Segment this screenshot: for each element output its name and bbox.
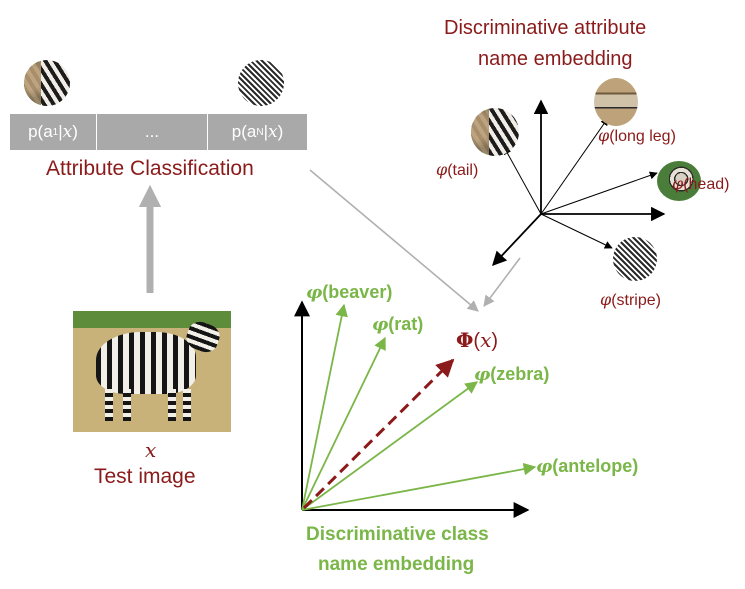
class-vector-zebra	[301, 381, 479, 511]
cell-suffix: )	[277, 122, 284, 141]
class-name: (antelope)	[552, 456, 639, 476]
phi-symbol: φ	[672, 174, 684, 193]
zebra-leg	[183, 389, 191, 421]
attribute-label-tail: φ(tail)	[436, 160, 478, 180]
class-label-antelope: φ(antelope)	[536, 456, 638, 477]
attribute-name: (stripe)	[611, 292, 661, 309]
class-space-axes	[294, 300, 537, 518]
attribute-space-title-line2: name embedding	[478, 48, 633, 70]
cell-bar: |	[263, 122, 268, 141]
phi-symbol: φ	[306, 282, 323, 303]
cell-bar: |	[58, 122, 63, 141]
attribute-vector-long-leg	[540, 117, 609, 215]
attribute-label-head: φ(head)	[672, 174, 729, 194]
class-vector-antelope	[301, 462, 537, 511]
long-leg-thumbnail	[594, 78, 638, 126]
projection-label: Φ(x)	[456, 328, 498, 353]
attribute-space-axes	[492, 99, 666, 267]
attribute-vector-tail	[503, 146, 542, 215]
classification-to-projection-arrow	[309, 169, 479, 312]
attribute-name: (long leg)	[609, 128, 676, 145]
phi-symbol: φ	[372, 314, 389, 335]
phi-symbol: φ	[436, 160, 448, 179]
phi-symbol: φ	[598, 126, 610, 145]
tail-thumbnail	[471, 108, 519, 156]
projection-paren: (	[473, 330, 481, 352]
phi-symbol: φ	[600, 290, 612, 309]
cell-ellipsis-text: ...	[144, 122, 160, 141]
attribute-label-long-leg: φ(long leg)	[598, 126, 676, 146]
phi-symbol: φ	[474, 364, 491, 385]
cell-prefix: p(a	[28, 122, 53, 141]
class-space-caption-line1: Discriminative class	[306, 524, 489, 545]
cell-suffix: )	[72, 122, 78, 141]
attribute-label-stripe: φ(stripe)	[600, 290, 661, 310]
attribute-classification-caption: Attribute Classification	[46, 157, 254, 180]
projection-variable: x	[480, 328, 492, 352]
class-label-zebra: φ(zebra)	[474, 364, 549, 385]
phi-symbol: φ	[536, 456, 553, 477]
projection-vector	[302, 358, 455, 510]
class-label-beaver: φ(beaver)	[306, 282, 392, 303]
head-thumbnail	[657, 161, 701, 201]
test-image	[73, 311, 231, 432]
zebra-leg	[105, 389, 113, 421]
attribute-tail-thumbnail	[24, 60, 70, 106]
cell-prefix: p(a	[231, 122, 257, 141]
cell-subscript: 1	[52, 126, 59, 138]
attribute-axis-down	[492, 213, 542, 267]
test-image-caption: Test image	[94, 465, 196, 488]
cell-subscript: N	[256, 126, 264, 138]
attribute-stripe-thumbnail	[238, 60, 284, 106]
attribute-vector-stripe	[540, 213, 613, 249]
test-image-variable: x	[145, 438, 157, 462]
attribute-name: (head)	[683, 176, 730, 193]
class-label-rat: φ(rat)	[372, 314, 423, 335]
projection-paren: )	[491, 330, 499, 352]
class-name: (beaver)	[322, 282, 393, 302]
zebra-body	[96, 332, 196, 394]
attribute-name: (tail)	[447, 162, 479, 179]
projection-symbol: Φ	[456, 328, 474, 352]
attribute-vector-head	[540, 171, 658, 215]
cell-variable: x	[267, 122, 278, 142]
class-name: (zebra)	[490, 364, 550, 384]
class-vector-beaver	[301, 303, 348, 511]
attribute-space-title-line1: Discriminative attribute	[444, 17, 647, 39]
class-name: (rat)	[388, 314, 424, 334]
zebra-leg	[123, 389, 131, 421]
cell-variable: x	[62, 122, 73, 142]
attribute-cell-ellipsis: ...	[97, 114, 207, 150]
zebra-leg	[168, 389, 176, 421]
class-space-caption-line2: name embedding	[318, 554, 475, 575]
class-vector-rat	[301, 336, 386, 511]
stripe-thumbnail	[613, 237, 657, 281]
attributes-to-projection-arrow	[483, 257, 521, 307]
